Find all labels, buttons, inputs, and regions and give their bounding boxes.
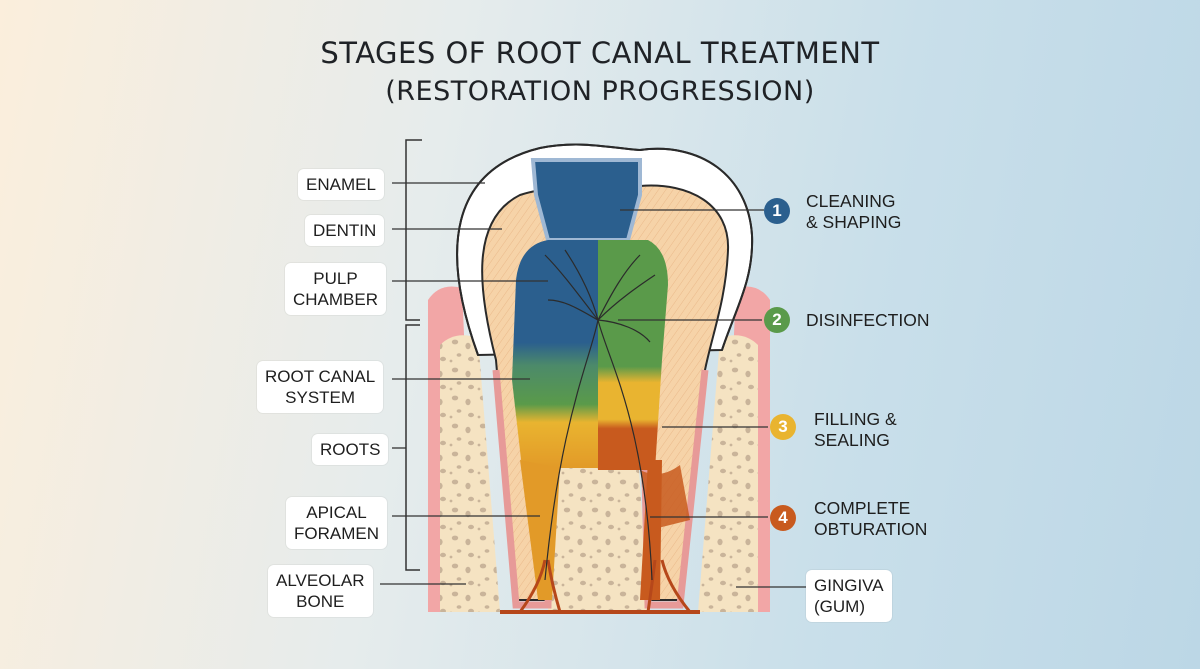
bracket-crown — [405, 139, 422, 321]
label-root-canal-line-1: ROOT CANAL — [265, 367, 376, 386]
label-roots: ROOTS — [312, 434, 389, 465]
label-gingiva-line-1: GINGIVA — [814, 576, 884, 595]
label-alveolar-line-1: ALVEOLAR — [276, 571, 365, 590]
obturation-fill — [640, 465, 690, 530]
stage-1-number: 1 — [772, 201, 782, 220]
label-pulp-chamber: PULP CHAMBER — [285, 263, 387, 315]
bone-left — [440, 335, 500, 612]
label-root-canal-system: ROOT CANAL SYSTEM — [257, 361, 384, 413]
label-enamel-text: ENAMEL — [306, 175, 376, 194]
stage-3-line-2: SEALING — [814, 430, 890, 450]
leader-lines-left — [380, 182, 548, 585]
label-apical-line-2: FORAMEN — [294, 524, 379, 543]
stage-2-number: 2 — [772, 310, 782, 329]
stage-4-line-1: COMPLETE — [814, 498, 911, 518]
label-dentin-text: DENTIN — [313, 221, 377, 240]
stage-1-label: CLEANING & SHAPING — [806, 191, 901, 233]
stage-3-number: 3 — [778, 417, 788, 436]
nerve-fibers — [544, 249, 656, 581]
stage-3-line-1: FILLING & — [814, 409, 897, 429]
label-dentin: DENTIN — [305, 215, 385, 246]
stage-3-badge: 3 — [770, 414, 796, 440]
stage-4-line-2: OBTURATION — [814, 519, 928, 539]
label-roots-text: ROOTS — [320, 440, 381, 459]
label-gingiva-line-2: (GUM) — [814, 597, 865, 616]
label-apical-foramen: APICAL FORAMEN — [286, 497, 387, 549]
bracket-root — [405, 324, 420, 571]
title-line-1: STAGES OF ROOT CANAL TREATMENT — [320, 36, 880, 70]
stage-4-label: COMPLETE OBTURATION — [814, 498, 927, 540]
stage-1-line-1: CLEANING — [806, 191, 896, 211]
label-apical-line-1: APICAL — [306, 503, 367, 522]
stage-3-label: FILLING & SEALING — [814, 409, 897, 451]
label-pulp-line-2: CHAMBER — [293, 290, 379, 309]
access-cavity — [530, 158, 642, 242]
stage-1-badge: 1 — [764, 198, 790, 224]
label-alveolar-bone: ALVEOLAR BONE — [268, 565, 373, 617]
stage-4-number: 4 — [778, 508, 788, 527]
stage-2-label: DISINFECTION — [806, 310, 929, 331]
label-gingiva: GINGIVA (GUM) — [806, 570, 892, 622]
label-pulp-line-1: PULP — [313, 269, 358, 288]
tooth-outline — [456, 143, 754, 356]
leader-lines-right — [618, 209, 806, 588]
stage-4-badge: 4 — [770, 505, 796, 531]
stage-2-line-1: DISINFECTION — [806, 310, 930, 330]
apex-lines — [518, 559, 692, 613]
label-alveolar-line-2: BONE — [296, 592, 345, 611]
stage-2-badge: 2 — [764, 307, 790, 333]
pulp-chamber-right — [598, 240, 668, 470]
label-root-canal-line-2: SYSTEM — [285, 388, 356, 407]
stage-1-line-2: & SHAPING — [806, 212, 902, 232]
title-line-2: (RESTORATION PROGRESSION) — [385, 76, 815, 107]
bone-right — [698, 335, 758, 612]
label-enamel: ENAMEL — [298, 169, 384, 200]
pulp-chamber-left — [512, 240, 600, 468]
